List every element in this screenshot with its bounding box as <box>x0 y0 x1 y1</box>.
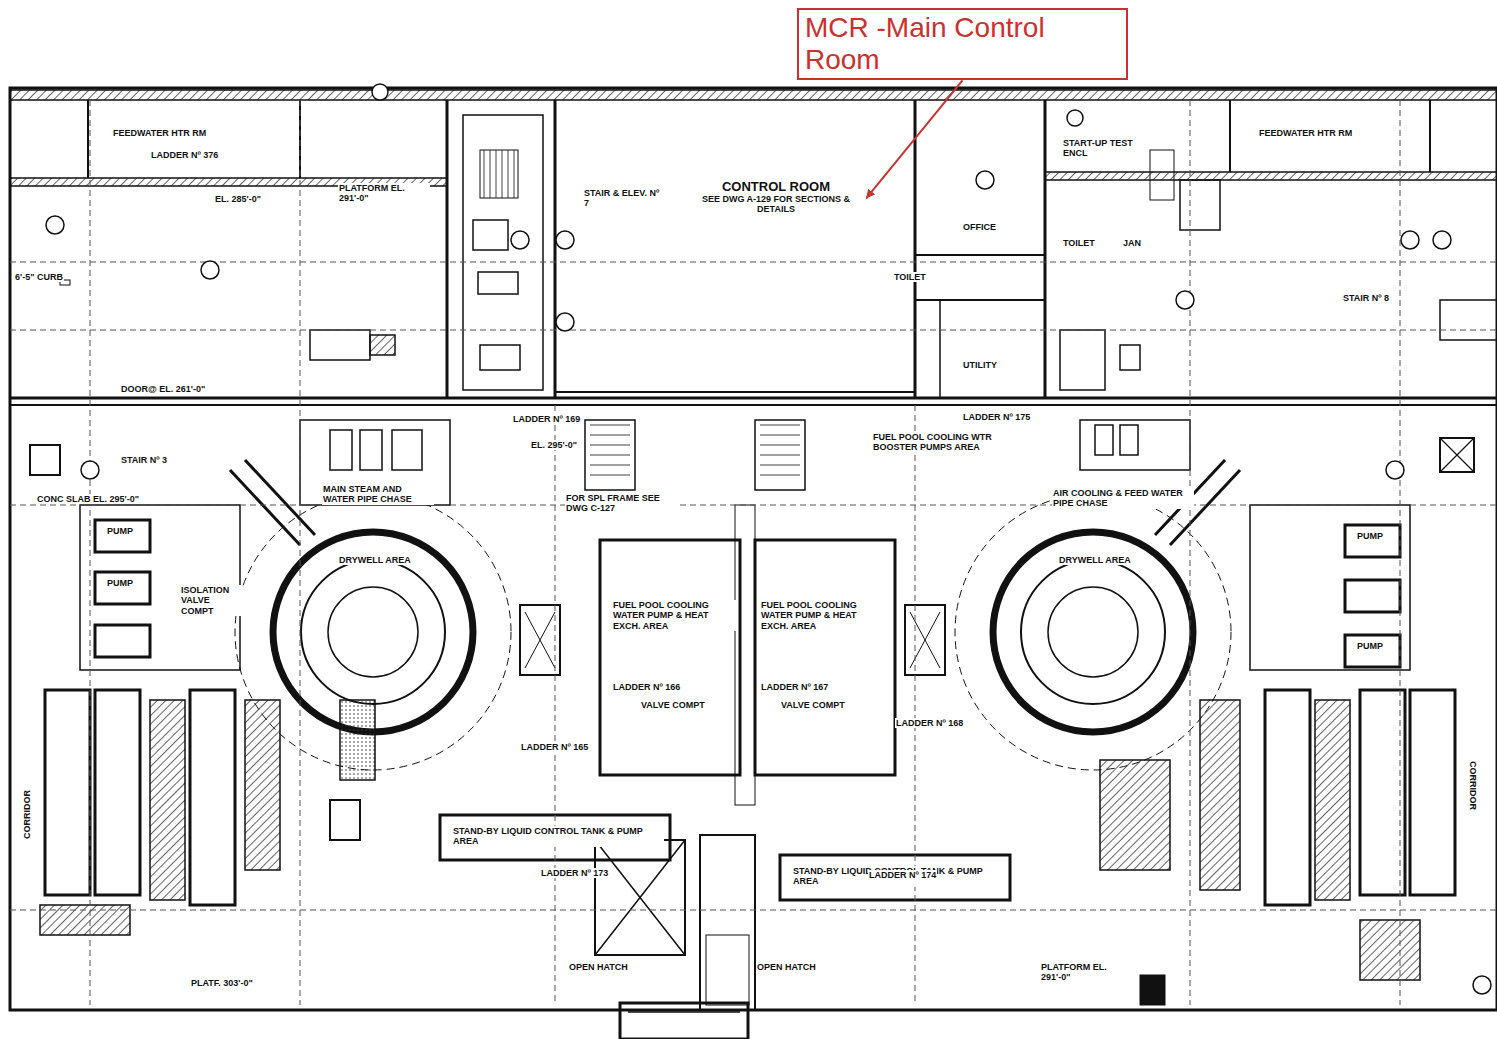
plan-label: MAIN STEAM AND WATER PIPE CHASE <box>322 484 434 505</box>
plan-label: STAIR Nº 8 <box>1342 293 1390 303</box>
plan-label: LADDER Nº 173 <box>540 868 609 878</box>
plan-label: PLATFORM EL. 291'-0" <box>338 183 430 204</box>
plan-label: OPEN HATCH <box>756 962 817 972</box>
plan-label: LADDER Nº 168 <box>895 718 964 728</box>
plan-label: FEEDWATER HTR RM <box>112 128 207 138</box>
box-heading: MCR -Main Control Room <box>805 12 1120 76</box>
plan-label: FUEL POOL COOLING WATER PUMP & HEAT EXCH… <box>760 600 884 631</box>
plan-label: AIR COOLING & FEED WATER PIPE CHASE <box>1052 488 1194 509</box>
plan-label: DRYWELL AREA <box>1058 555 1132 565</box>
plan-label: CORRIDOR <box>22 789 32 840</box>
plan-label: LADDER Nº 165 <box>520 742 589 752</box>
plan-label: JAN <box>1122 238 1142 248</box>
plan-label: CONC SLAB EL. 295'-0" <box>36 494 140 504</box>
plan-label: LADDER Nº 174 <box>868 870 937 880</box>
box-note: SEE DWG A-129 FOR SECTIONS & DETAILS <box>691 194 861 214</box>
plan-label: STAIR Nº 3 <box>120 455 168 465</box>
box-heading: CONTROL ROOM <box>691 179 861 194</box>
plan-label: CORRIDOR <box>1468 760 1478 811</box>
plan-label: DOOR@ EL. 261'-0" <box>120 384 206 394</box>
plan-label: TOILET <box>1062 238 1096 248</box>
plan-label: LADDER Nº 166 <box>612 682 681 692</box>
plan-label: PUMP <box>1356 531 1384 541</box>
plan-label: PUMP <box>106 578 134 588</box>
plan-label: PLATF. 303'-0" <box>190 978 254 988</box>
grid-lines <box>10 100 1497 1005</box>
plan-label: STAND-BY LIQUID CONTROL TANK & PUMP AREA <box>452 826 664 847</box>
grid-bubbles <box>46 84 1491 994</box>
plan-label: FUEL POOL COOLING WTR BOOSTER PUMPS AREA <box>872 432 1024 453</box>
plan-label: STAIR & ELEV. Nº 7 <box>583 188 665 209</box>
plan-label: DRYWELL AREA <box>338 555 412 565</box>
plan-label: PUMP <box>106 526 134 536</box>
plan-label: VALVE COMPT <box>640 700 706 710</box>
plan-label: START-UP TEST ENCL <box>1062 138 1144 159</box>
plan-label: PUMP <box>1356 641 1384 651</box>
plan-label: ISOLATION VALVE COMPT <box>180 585 242 616</box>
plan-label: UTILITY <box>962 360 998 370</box>
plan-label: FUEL POOL COOLING WATER PUMP & HEAT EXCH… <box>612 600 736 631</box>
room-label-box: CONTROL ROOMSEE DWG A-129 FOR SECTIONS &… <box>686 176 866 217</box>
plan-label: OFFICE <box>962 222 997 232</box>
plan-label: EL. 295'-0" <box>530 440 578 450</box>
plan-label: LADDER Nº 169 <box>512 414 581 424</box>
walls <box>10 88 1497 1039</box>
callout-arrow <box>866 80 963 198</box>
plan-label: FEEDWATER HTR RM <box>1258 128 1353 138</box>
callout-box: MCR -Main Control Room <box>797 8 1128 80</box>
plan-label: FOR SPL FRAME SEE DWG C-127 <box>565 493 677 514</box>
plan-label: PLATFORM EL. 291'-0" <box>1040 962 1132 983</box>
plan-label: TOILET <box>893 272 927 282</box>
plan-label: OPEN HATCH <box>568 962 629 972</box>
plan-label: 6'-5" CURB <box>14 272 64 282</box>
plan-label: LADDER Nº 167 <box>760 682 829 692</box>
plan-label: EL. 285'-0" <box>214 194 262 204</box>
plan-label: VALVE COMPT <box>780 700 846 710</box>
plan-label: LADDER Nº 175 <box>962 412 1031 422</box>
plan-label: LADDER Nº 376 <box>150 150 219 160</box>
